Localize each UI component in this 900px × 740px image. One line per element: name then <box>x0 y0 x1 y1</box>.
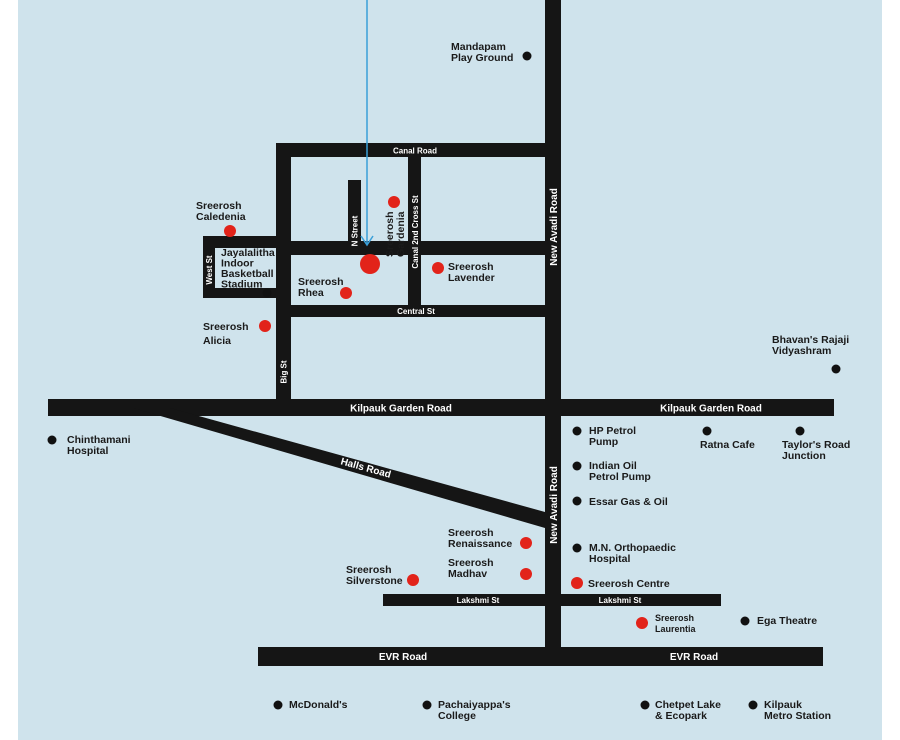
central-st <box>291 305 545 317</box>
marker-centre <box>571 577 583 589</box>
halls-road <box>133 408 545 528</box>
road-label-kilpauk-east: Kilpauk Garden Road <box>660 404 762 415</box>
marker-mcdonalds <box>273 700 283 710</box>
road-label-canal-road: Canal Road <box>393 147 437 156</box>
marker-taylors <box>795 426 805 436</box>
label-renaissance: Sreerosh Renaissance <box>448 527 512 550</box>
label-ratna: Ratna Cafe <box>700 439 755 451</box>
road-label-evr-east: EVR Road <box>670 652 718 663</box>
label-silverstone: Sreerosh Silverstone <box>346 564 403 587</box>
marker-lavender <box>432 262 444 274</box>
road-label-lakshmi-east: Lakshmi St <box>599 596 642 605</box>
label-madhav: Sreerosh Madhav <box>448 557 496 580</box>
label-mn-ortho: M.N. Orthopaedic Hospital <box>589 542 679 565</box>
map-canvas: Canal Road Canal 2nd Cross St N Street N… <box>47 0 853 722</box>
west-st-bottom <box>203 288 276 298</box>
lakshmi-st <box>383 594 721 606</box>
road-label-new-avadi-south: New Avadi Road <box>549 466 560 544</box>
label-caledenia: Sreerosh Caledenia <box>196 200 246 223</box>
marker-madhav <box>520 568 532 580</box>
marker-ega <box>740 616 750 626</box>
label-pachaiyappas: Pachaiyappa's College <box>438 699 513 722</box>
marker-laurentia <box>636 617 648 629</box>
marker-chinthamani <box>47 435 57 445</box>
label-gardenia: Sreerosh Gardenia <box>384 209 407 257</box>
marker-mandapam <box>522 51 532 61</box>
label-chetpet: Chetpet Lake & Ecopark <box>655 699 724 722</box>
marker-bhavans <box>831 364 841 374</box>
road-label-new-avadi-north: New Avadi Road <box>549 188 560 266</box>
label-lavender: Sreerosh Lavender <box>448 261 496 284</box>
road-label-n-street: N Street <box>351 215 360 246</box>
road-label-central-st: Central St <box>397 307 435 316</box>
road-label-west-st: West St <box>205 255 214 285</box>
west-st-top <box>203 236 276 248</box>
marker-kilpauk-metro <box>748 700 758 710</box>
marker-caledenia <box>224 225 236 237</box>
marker-project-main <box>360 254 380 274</box>
road-label-kilpauk-west: Kilpauk Garden Road <box>350 404 452 415</box>
road-label-halls-road: Halls Road <box>339 456 392 480</box>
marker-chetpet <box>640 700 650 710</box>
label-jayalalitha: Jayalalitha Indoor Basketball Stadium <box>221 247 278 291</box>
canal-road <box>276 143 561 157</box>
marker-gardenia <box>388 196 400 208</box>
road-label-lakshmi-west: Lakshmi St <box>457 596 500 605</box>
road-network <box>48 0 834 666</box>
marker-jayalalitha <box>262 288 272 298</box>
marker-pachaiyappas <box>422 700 432 710</box>
label-hp-petrol: HP Petrol Pump <box>589 425 639 448</box>
label-centre: Sreerosh Centre <box>588 578 670 590</box>
marker-silverstone <box>407 574 419 586</box>
new-avadi-road <box>545 0 561 648</box>
location-map: Canal Road Canal 2nd Cross St N Street N… <box>18 0 882 740</box>
west-st <box>203 236 215 298</box>
marker-hp-petrol <box>572 426 582 436</box>
label-indian-oil: Indian Oil Petrol Pump <box>589 460 651 483</box>
kilpauk-garden-road <box>48 399 834 416</box>
label-chinthamani: Chinthamani Hospital <box>67 434 134 457</box>
marker-indian-oil <box>572 461 582 471</box>
marker-renaissance <box>520 537 532 549</box>
place-labels: Mandapam Play Ground Sreerosh Caledenia … <box>67 41 853 722</box>
arrow-down-icon <box>360 0 374 247</box>
label-taylors: Taylor's Road Junction <box>782 439 853 462</box>
marker-rhea <box>340 287 352 299</box>
label-kilpauk-metro: Kilpauk Metro Station <box>764 699 831 722</box>
road-labels: Canal Road Canal 2nd Cross St N Street N… <box>205 147 762 664</box>
label-laurentia: Sreerosh Laurentia <box>655 613 697 634</box>
marker-ratna <box>702 426 712 436</box>
label-essar: Essar Gas & Oil <box>589 496 668 508</box>
marker-mn-ortho <box>572 543 582 553</box>
road-label-big-st: Big St <box>280 360 289 383</box>
middle-road <box>291 241 545 255</box>
big-st <box>276 143 291 405</box>
n-street <box>348 180 361 248</box>
road-label-canal-2nd-cross: Canal 2nd Cross St <box>411 195 420 269</box>
label-alicia: Sreerosh Alicia <box>203 321 251 347</box>
road-label-evr-west: EVR Road <box>379 652 427 663</box>
canal-2nd-cross-st <box>408 157 421 307</box>
label-rhea: Sreerosh Rhea <box>298 276 346 299</box>
marker-essar <box>572 496 582 506</box>
label-mandapam: Mandapam Play Ground <box>451 41 513 64</box>
label-bhavans: Bhavan's Rajaji Vidyashram <box>772 334 852 357</box>
marker-alicia <box>259 320 271 332</box>
map-markers <box>47 51 841 710</box>
evr-road <box>258 647 823 666</box>
label-mcdonalds: McDonald's <box>289 699 348 711</box>
label-ega: Ega Theatre <box>757 615 817 627</box>
